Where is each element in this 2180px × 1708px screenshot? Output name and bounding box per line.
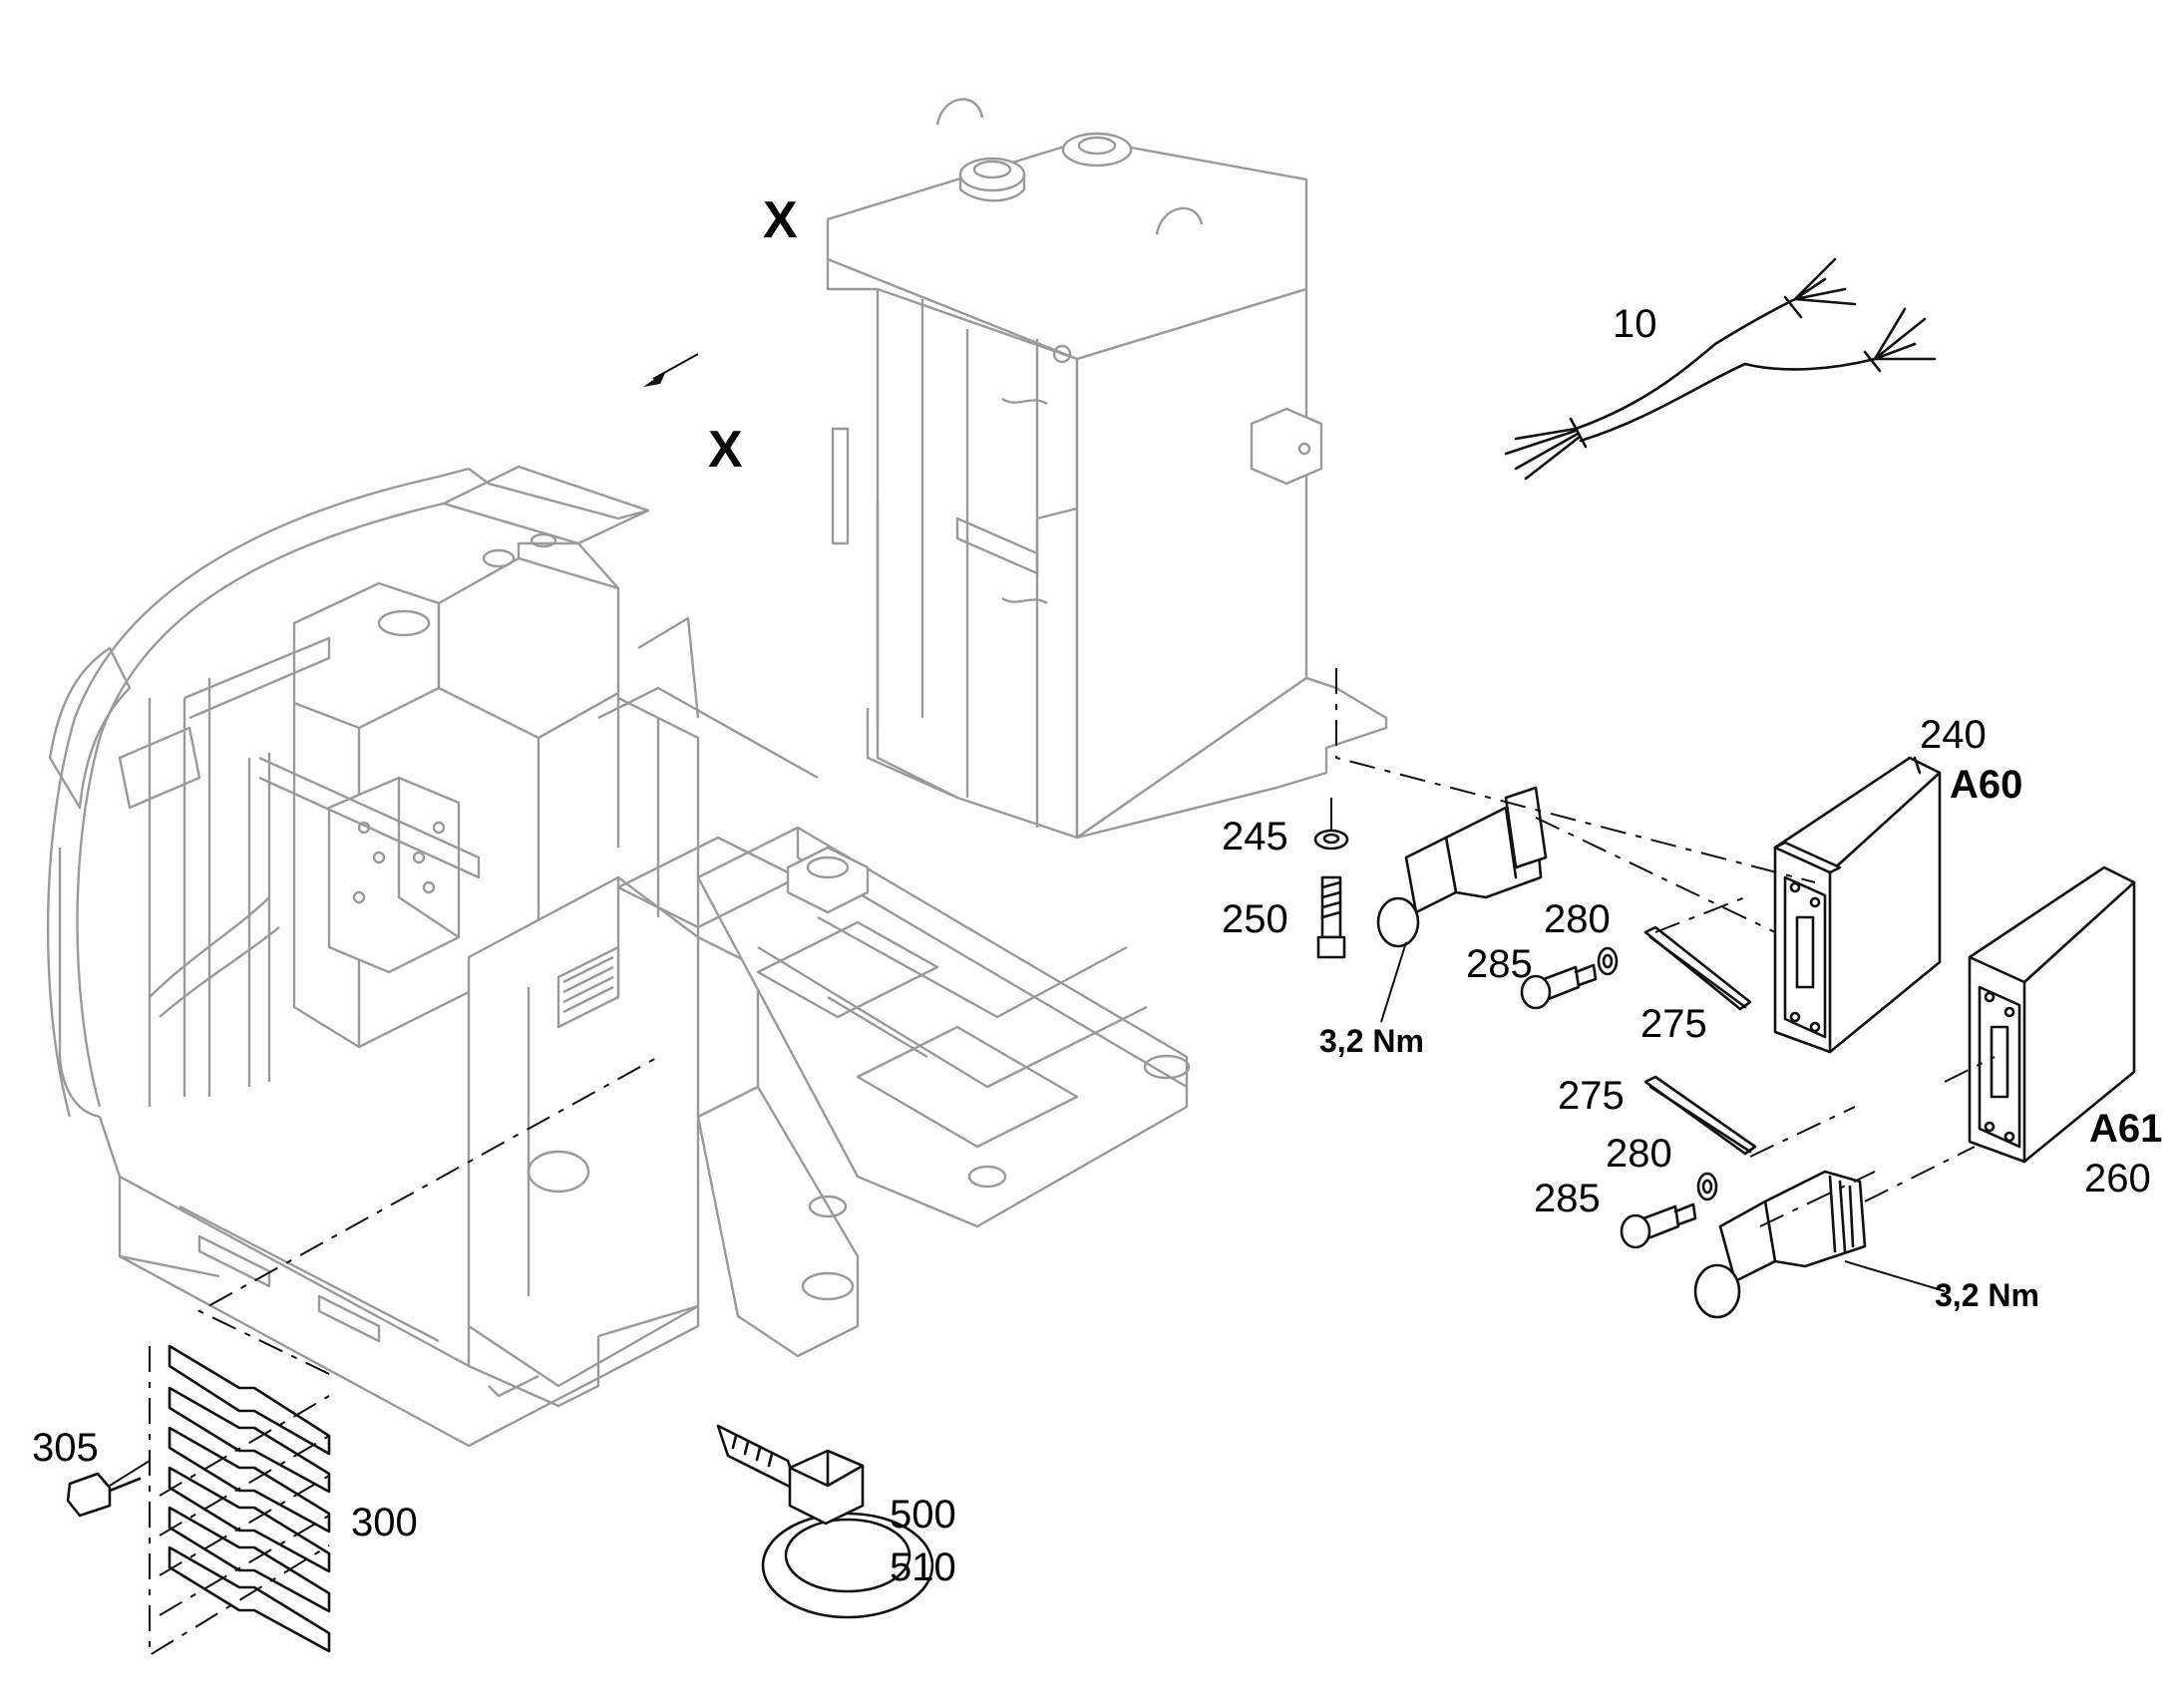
callout-280a: 280	[1544, 897, 1611, 941]
callout-280b: 280	[1606, 1132, 1672, 1176]
hardware	[1313, 829, 1757, 1249]
callout-285b: 285	[1534, 1177, 1601, 1220]
callout-275b: 275	[1558, 1074, 1625, 1118]
tank	[826, 98, 1388, 840]
callout-245: 245	[1222, 815, 1288, 858]
callout-a61: A61	[2089, 1107, 2162, 1151]
machine-frame	[46, 465, 1191, 1448]
callout-labels: X X 10 240 A60 245 250 280 285 275 3,2 N…	[32, 191, 2162, 1589]
torque-a: 3,2 Nm	[1319, 1023, 1424, 1059]
bracket-stack	[66, 1344, 331, 1653]
callout-260: 260	[2084, 1157, 2151, 1200]
leader-lines	[109, 353, 1946, 1487]
dash-lines	[149, 668, 1996, 1657]
cable-tie	[716, 1424, 934, 1619]
connector-a61	[1693, 1170, 1867, 1319]
callout-510: 510	[890, 1545, 956, 1589]
view-x-label: X	[763, 191, 798, 249]
callout-275a: 275	[1640, 1002, 1707, 1046]
ecu-a60	[1773, 756, 1942, 1054]
callout-305: 305	[32, 1426, 99, 1470]
callout-240: 240	[1920, 713, 1987, 757]
callout-500: 500	[890, 1493, 956, 1537]
ecu-a61	[1968, 865, 2136, 1164]
callout-a60: A60	[1950, 763, 2022, 807]
callout-250: 250	[1222, 897, 1288, 941]
connector-a60	[1376, 786, 1548, 948]
callout-300: 300	[351, 1501, 418, 1544]
callout-10: 10	[1613, 302, 1657, 346]
torque-b: 3,2 Nm	[1935, 1277, 2039, 1313]
callout-285a: 285	[1466, 942, 1533, 986]
view-x-arrow-label: X	[708, 421, 743, 479]
wiring-harness	[1504, 257, 1937, 481]
